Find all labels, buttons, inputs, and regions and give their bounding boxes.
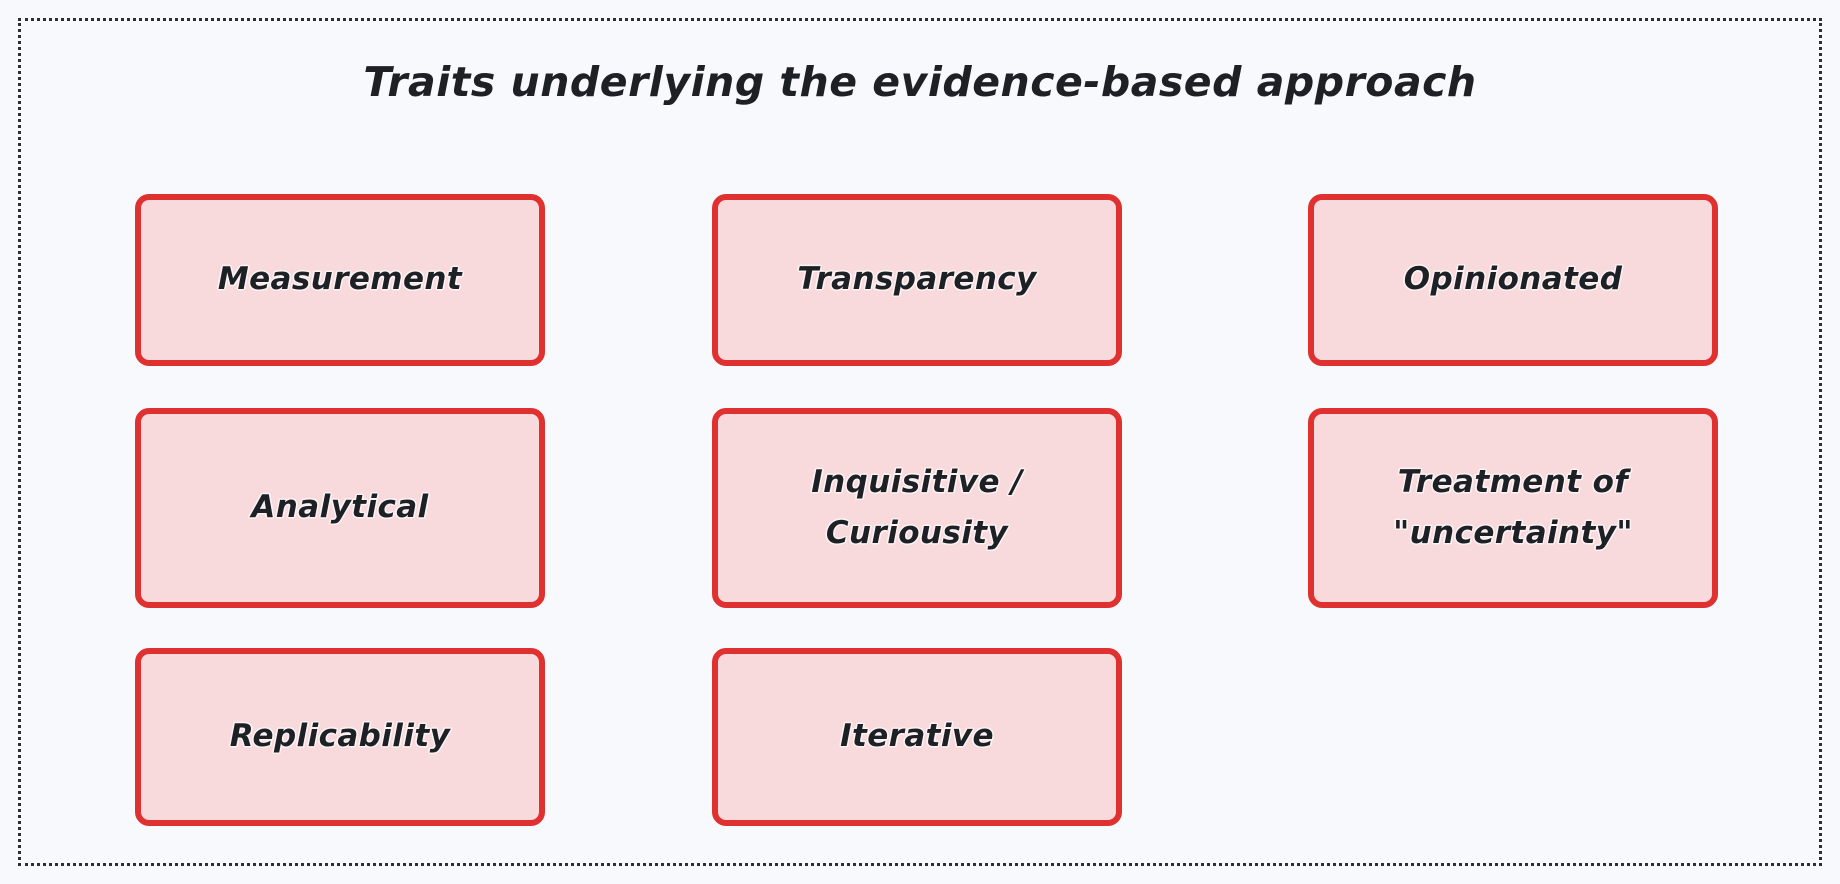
trait-label: Opinionated (1403, 261, 1623, 298)
page-title: Traits underlying the evidence-based app… (363, 58, 1477, 106)
trait-label: Treatment of "uncertainty" (1393, 463, 1633, 551)
trait-box-opinionated[interactable]: Opinionated (1308, 194, 1718, 366)
trait-box-iterative[interactable]: Iterative (712, 648, 1122, 826)
trait-label: Measurement (217, 261, 463, 298)
trait-label: Transparency (797, 261, 1037, 298)
trait-label: Inquisitive / Curiousity (811, 463, 1023, 551)
trait-box-replicability[interactable]: Replicability (135, 648, 545, 826)
trait-box-inquisitive-curiousity[interactable]: Inquisitive / Curiousity (712, 408, 1122, 608)
trait-box-treatment-of-uncertainty[interactable]: Treatment of "uncertainty" (1308, 408, 1718, 608)
trait-box-analytical[interactable]: Analytical (135, 408, 545, 608)
trait-box-measurement[interactable]: Measurement (135, 194, 545, 366)
trait-label: Iterative (840, 718, 994, 755)
trait-label: Analytical (251, 489, 429, 526)
trait-label: Replicability (229, 718, 451, 755)
trait-box-transparency[interactable]: Transparency (712, 194, 1122, 366)
